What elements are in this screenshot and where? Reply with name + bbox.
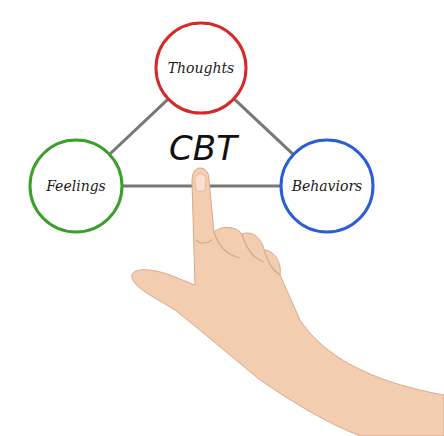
circle-ring — [281, 140, 373, 232]
link-line — [235, 99, 293, 153]
node-label: Thoughts — [168, 60, 235, 76]
thought-circle: Thoughts — [154, 21, 248, 115]
node-label: Feelings — [46, 178, 106, 194]
behavior-circle: Behaviors — [279, 138, 375, 234]
link-stroke — [235, 99, 293, 153]
node-label: Behaviors — [292, 178, 363, 194]
finger-nail — [195, 174, 206, 192]
link-line — [110, 100, 167, 154]
circle-ring — [156, 23, 246, 113]
center-title: CBT — [169, 131, 237, 165]
circle-ring — [30, 140, 122, 232]
link-stroke — [110, 100, 167, 154]
hand-crease — [196, 232, 280, 275]
feeling-circle: Feelings — [28, 138, 124, 234]
